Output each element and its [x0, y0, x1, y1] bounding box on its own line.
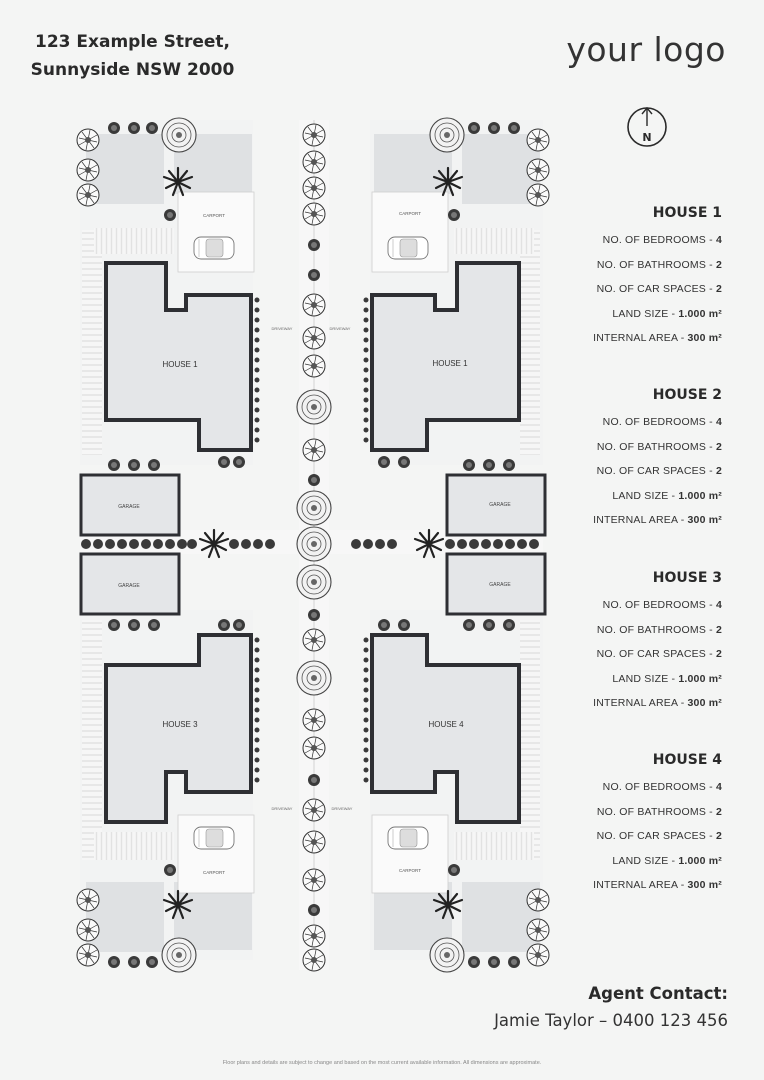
north-compass-icon: N	[627, 106, 667, 147]
site-plan: CARPORT CARPORT CARPORT CARPORT DRIVEWAY…	[76, 117, 550, 973]
land-size-spec: LAND SIZE - 1.000 m²	[612, 672, 722, 685]
house-2-details: HOUSE 2 NO. OF BEDROOMS - 4 NO. OF BATHR…	[522, 382, 722, 533]
house-1-left-footprint	[104, 261, 253, 452]
driveway-label: DRIVEWAY	[272, 806, 293, 811]
garage-label: GARAGE	[118, 504, 140, 510]
bedrooms-spec: NO. OF BEDROOMS - 4	[602, 599, 722, 611]
internal-area-spec: INTERNAL AREA - 300 m²	[593, 514, 722, 527]
house-1-details: HOUSE 1 NO. OF BEDROOMS - 4 NO. OF BATHR…	[522, 200, 722, 351]
house-4-details: HOUSE 4 NO. OF BEDROOMS - 4 NO. OF BATHR…	[522, 747, 722, 898]
car-icon	[193, 826, 235, 850]
house-title: HOUSE 2	[652, 387, 722, 403]
car-spaces-spec: NO. OF CAR SPACES - 2	[596, 465, 722, 478]
compass-label: N	[642, 131, 651, 144]
car-spaces-spec: NO. OF CAR SPACES - 2	[596, 648, 722, 661]
agent-contact-title: Agent Contact:	[588, 984, 728, 1003]
house-title: HOUSE 1	[652, 205, 722, 221]
car-icon	[193, 236, 235, 260]
logo: your logo	[566, 30, 726, 69]
car-spaces-spec: NO. OF CAR SPACES - 2	[596, 283, 722, 296]
house-title: HOUSE 3	[652, 570, 722, 586]
house-1-right-footprint	[370, 261, 521, 452]
house-1-right-label: HOUSE 1	[432, 359, 468, 368]
carport-label: CARPORT	[203, 870, 225, 875]
land-size-spec: LAND SIZE - 1.000 m²	[612, 854, 722, 867]
bedrooms-spec: NO. OF BEDROOMS - 4	[602, 234, 722, 246]
bathrooms-spec: NO. OF BATHROOMS - 2	[596, 805, 722, 818]
house-4-label: HOUSE 4	[428, 720, 464, 729]
house-3-footprint	[104, 633, 253, 824]
car-spaces-spec: NO. OF CAR SPACES - 2	[596, 830, 722, 843]
internal-area-spec: INTERNAL AREA - 300 m²	[593, 697, 722, 710]
house-title: HOUSE 4	[652, 752, 722, 768]
garage-label: GARAGE	[118, 583, 140, 589]
car-icon	[387, 236, 429, 260]
central-tree-icon	[296, 526, 332, 562]
carport-label: CARPORT	[399, 211, 421, 216]
internal-area-spec: INTERNAL AREA - 300 m²	[593, 332, 722, 345]
bathrooms-spec: NO. OF BATHROOMS - 2	[596, 440, 722, 453]
land-size-spec: LAND SIZE - 1.000 m²	[612, 307, 722, 320]
bathrooms-spec: NO. OF BATHROOMS - 2	[596, 258, 722, 271]
driveway-label: DRIVEWAY	[332, 806, 353, 811]
driveway-label: DRIVEWAY	[330, 326, 351, 331]
driveway-label: DRIVEWAY	[272, 326, 293, 331]
garage-label: GARAGE	[489, 502, 511, 508]
internal-area-spec: INTERNAL AREA - 300 m²	[593, 879, 722, 892]
land-size-spec: LAND SIZE - 1.000 m²	[612, 489, 722, 502]
address-line-1: 123 Example Street,	[34, 32, 230, 52]
car-icon	[387, 826, 429, 850]
address-line-2: Sunnyside NSW 2000	[30, 60, 235, 80]
bathrooms-spec: NO. OF BATHROOMS - 2	[596, 623, 722, 636]
house-3-label: HOUSE 3	[162, 720, 198, 729]
house-3-details: HOUSE 3 NO. OF BEDROOMS - 4 NO. OF BATHR…	[522, 565, 722, 716]
bedrooms-spec: NO. OF BEDROOMS - 4	[602, 416, 722, 428]
tree-icon	[302, 123, 326, 147]
house-1-left-label: HOUSE 1	[162, 360, 198, 369]
carport-label: CARPORT	[399, 868, 421, 873]
carport-label: CARPORT	[203, 213, 225, 218]
bedrooms-spec: NO. OF BEDROOMS - 4	[602, 781, 722, 793]
agent-contact-details: Jamie Taylor – 0400 123 456	[494, 1011, 728, 1030]
disclaimer: Floor plans and details are subject to c…	[222, 1060, 542, 1066]
house-4-footprint	[370, 633, 521, 824]
garage-label: GARAGE	[489, 582, 511, 588]
property-address: 123 Example Street, Sunnyside NSW 2000	[30, 28, 235, 84]
